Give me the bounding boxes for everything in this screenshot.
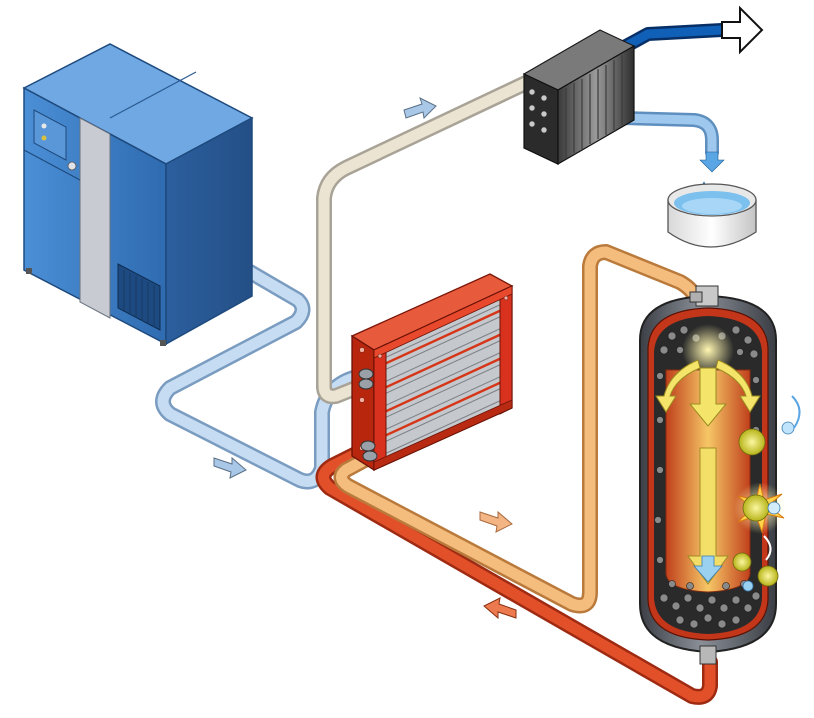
outlet-arrow-icon	[721, 5, 764, 55]
catalyst-pellets	[654, 325, 761, 629]
flow-arrow-center-icon	[688, 367, 728, 427]
compressor-icon	[22, 43, 254, 346]
reaction-ball-icon	[757, 565, 779, 587]
flow-arrow-left-icon	[655, 359, 701, 413]
drain-arrow-icon	[699, 151, 725, 173]
water-bubble-icon	[781, 421, 795, 435]
flow-arrows	[213, 97, 517, 620]
flow-arrow-up-icon	[403, 97, 437, 120]
water-bubble-icon	[742, 580, 754, 592]
flow-arrow-down-icon	[213, 456, 247, 479]
reaction-ball-icon	[732, 552, 752, 572]
oxygen-ball-icon	[738, 428, 766, 456]
reaction-effects	[732, 395, 801, 592]
aftercooler-icon	[522, 29, 636, 166]
water-basin-icon	[667, 183, 757, 248]
flow-arrow-warm-icon	[479, 510, 513, 533]
swoosh-icon	[763, 535, 772, 561]
water-bubble-icon	[767, 501, 781, 515]
heat-exchanger-icon	[350, 273, 514, 472]
pipe-network	[155, 23, 729, 705]
flow-arrow-hot-icon	[483, 597, 517, 620]
reactor-vessel-icon	[639, 285, 777, 665]
swoosh-icon	[791, 395, 801, 429]
reaction-ball-icon	[742, 494, 770, 522]
reactor-flow-arrows	[655, 359, 761, 585]
flow-arrow-right-icon	[715, 359, 761, 413]
